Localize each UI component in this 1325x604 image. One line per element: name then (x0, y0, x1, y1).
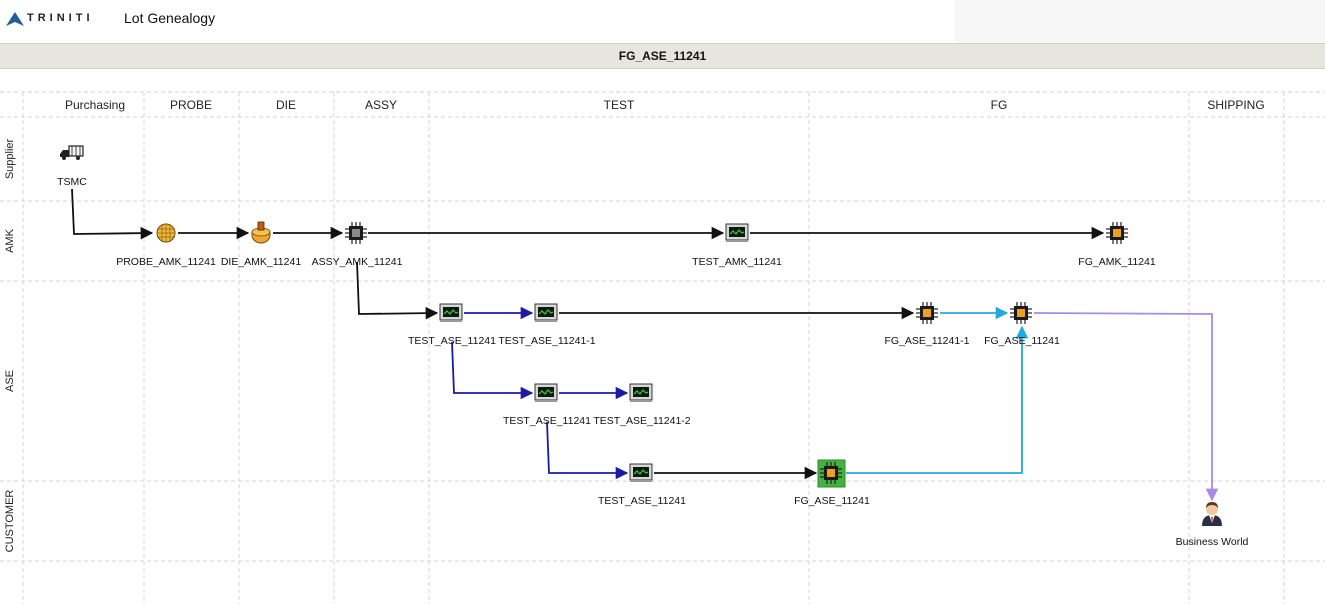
wafer-icon (156, 223, 176, 243)
die-icon (251, 221, 271, 244)
node-label: Business World (1176, 536, 1249, 548)
link-test-ase-2-test-ase-3[interactable] (546, 421, 629, 480)
node-test-ase[interactable]: TEST_ASE_11241 (408, 303, 496, 347)
node-fg-ase-top[interactable]: FG_ASE_11241 (984, 301, 1060, 347)
node-probe-amk[interactable]: PROBE_AMK_11241 (116, 223, 216, 268)
lot-title-bar: FG_ASE_11241 (0, 43, 1325, 69)
node-test-ase-3[interactable]: TEST_ASE_11241 (598, 463, 686, 507)
node-label: DIE_AMK_11241 (221, 256, 302, 268)
node-test-ase-2[interactable]: TEST_ASE_11241 (503, 383, 591, 427)
node-label: TEST_ASE_11241 (503, 415, 591, 427)
monitor-icon (725, 223, 749, 243)
node-test-ase-2-2[interactable]: TEST_ASE_11241-2 (593, 383, 691, 427)
row-ase[interactable]: ASE (4, 370, 16, 392)
row-supplier[interactable]: Supplier (4, 138, 16, 179)
row-customer[interactable]: CUSTOMER (4, 490, 16, 553)
genealogy-links (71, 188, 1219, 502)
node-test-ase-1[interactable]: TEST_ASE_11241-1 (498, 303, 596, 347)
link-assy-test-ase[interactable] (356, 261, 439, 320)
col-fg[interactable]: FG (991, 98, 1008, 112)
row-amk[interactable]: AMK (4, 228, 16, 253)
grid-lines (0, 91, 1325, 604)
node-tsmc[interactable]: TSMC (57, 145, 87, 188)
link-fg-ase-business-world[interactable] (1033, 312, 1219, 502)
top-bar-right-panel (955, 0, 1325, 42)
node-die-amk[interactable]: DIE_AMK_11241 (221, 221, 302, 268)
node-label: TEST_ASE_11241-1 (498, 335, 595, 347)
node-label: TEST_ASE_11241 (408, 335, 496, 347)
node-label: PROBE_AMK_11241 (116, 256, 216, 268)
column-headers: Purchasing PROBE DIE ASSY TEST FG SHIPPI… (65, 98, 1265, 112)
node-label: ASSY_AMK_11241 (312, 256, 403, 268)
node-label: TEST_AMK_11241 (692, 256, 782, 268)
monitor-icon (534, 303, 558, 323)
link-fg-ase-selected-fg-ase[interactable] (846, 325, 1029, 474)
node-label: FG_ASE_11241 (984, 335, 1060, 347)
node-label: TEST_ASE_11241 (598, 495, 686, 507)
monitor-icon (439, 303, 463, 323)
chip-orange-icon (915, 301, 939, 325)
chip-orange-icon (1009, 301, 1033, 325)
app-title: Lot Genealogy (124, 10, 216, 26)
col-test[interactable]: TEST (604, 98, 635, 112)
node-business-world[interactable]: Business World (1176, 502, 1249, 548)
node-label: FG_AMK_11241 (1078, 256, 1156, 268)
person-icon (1202, 502, 1222, 526)
link-tsmc-probe[interactable] (71, 188, 154, 240)
node-fg-amk[interactable]: FG_AMK_11241 (1078, 221, 1156, 268)
node-fg-ase-selected[interactable]: FG_ASE_11241 (794, 459, 870, 507)
node-label: TEST_ASE_11241-2 (593, 415, 690, 427)
truck-icon (59, 145, 84, 161)
col-assy[interactable]: ASSY (365, 98, 397, 112)
triniti-logo-icon (6, 12, 24, 26)
node-assy-amk[interactable]: ASSY_AMK_11241 (312, 221, 403, 268)
chip-gray-icon (344, 221, 368, 245)
top-bar: TRINITI Lot Genealogy (0, 0, 1325, 42)
node-label: FG_ASE_11241-1 (884, 335, 969, 347)
node-label: FG_ASE_11241 (794, 495, 870, 507)
col-shipping[interactable]: SHIPPING (1207, 98, 1264, 112)
row-headers: Supplier AMK ASE CUSTOMER (4, 138, 16, 552)
col-die[interactable]: DIE (276, 98, 296, 112)
monitor-icon (534, 383, 558, 403)
col-probe[interactable]: PROBE (170, 98, 212, 112)
monitor-icon (629, 383, 653, 403)
node-label: TSMC (57, 176, 87, 188)
brand-text: TRINITI (27, 12, 94, 24)
monitor-icon (629, 463, 653, 483)
node-fg-ase-1[interactable]: FG_ASE_11241-1 (884, 301, 970, 347)
chip-orange-icon (1105, 221, 1129, 245)
col-purchasing[interactable]: Purchasing (65, 98, 125, 112)
link-test-ase-test-ase-2[interactable] (451, 341, 534, 400)
lot-title: FG_ASE_11241 (618, 49, 707, 63)
node-test-amk[interactable]: TEST_AMK_11241 (692, 223, 782, 268)
